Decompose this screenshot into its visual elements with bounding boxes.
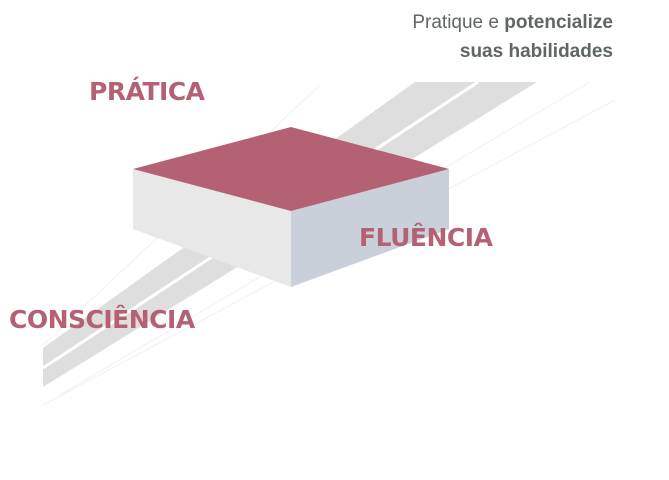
box-top-face	[133, 127, 449, 211]
tagline-bold: potencialize	[504, 12, 613, 33]
label-pratica: PRÁTICA	[89, 77, 205, 106]
tagline: Pratique e potencialize suas habilidades	[412, 8, 613, 66]
label-consciencia: CONSCIÊNCIA	[9, 305, 195, 334]
box-right-face	[291, 169, 449, 287]
box-left-face	[133, 169, 291, 287]
label-fluencia: FLUÊNCIA	[359, 223, 493, 252]
tagline-normal: Pratique e	[412, 12, 505, 33]
tagline-bold-line2: suas habilidades	[459, 41, 613, 62]
